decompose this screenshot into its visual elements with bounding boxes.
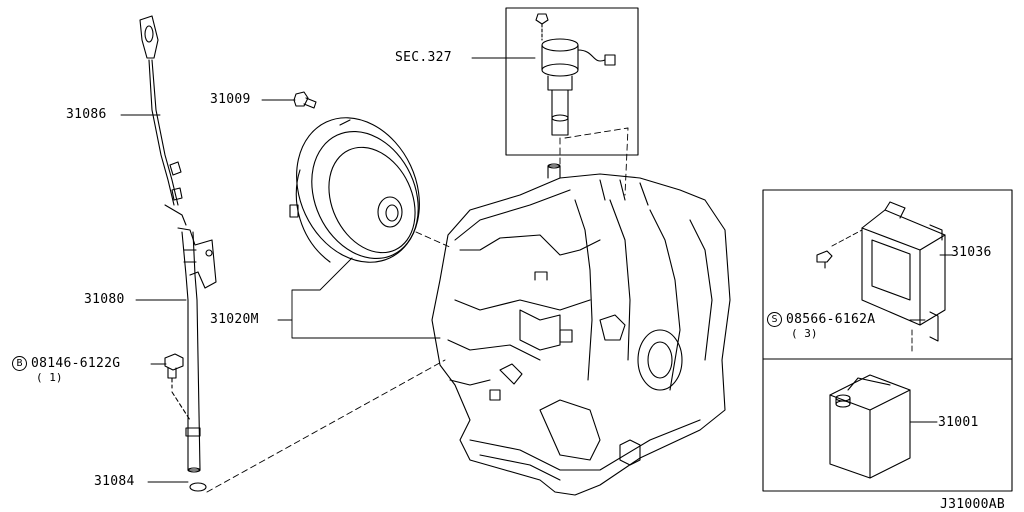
- speed-sensor: [535, 13, 616, 136]
- bolt-symbol-b: B: [12, 356, 27, 371]
- torque-converter: [289, 117, 420, 263]
- label-sec327: SEC.327: [395, 50, 452, 65]
- label-08146-qty: ( 1): [36, 371, 63, 384]
- bolt-31009: [293, 91, 317, 109]
- label-31009: 31009: [210, 92, 251, 107]
- label-08566: 08566-6162A: [786, 312, 876, 327]
- leader-lines: [120, 57, 953, 493]
- fluid-container-31001: [829, 374, 911, 479]
- sec327-frame: [505, 7, 639, 156]
- transaxle-housing: [431, 163, 731, 496]
- diagram-code: J31000AB: [940, 497, 1006, 512]
- control-unit-31036: [816, 201, 946, 342]
- label-31036: 31036: [951, 245, 992, 260]
- bolt-08146: [164, 353, 191, 421]
- o-ring-31084: [189, 482, 207, 492]
- charging-tube-31080: [177, 227, 217, 492]
- fluid-frame: [762, 358, 1013, 492]
- label-31020m: 31020M: [210, 312, 259, 327]
- dipstick-31086: [139, 15, 187, 226]
- label-31084: 31084: [94, 474, 135, 489]
- label-31001: 31001: [938, 415, 979, 430]
- label-08146: 08146-6122G: [31, 356, 121, 371]
- label-08566-qty: ( 3): [791, 327, 818, 340]
- label-31086: 31086: [66, 107, 107, 122]
- bolt-symbol-s: S: [767, 312, 782, 327]
- label-31080: 31080: [84, 292, 125, 307]
